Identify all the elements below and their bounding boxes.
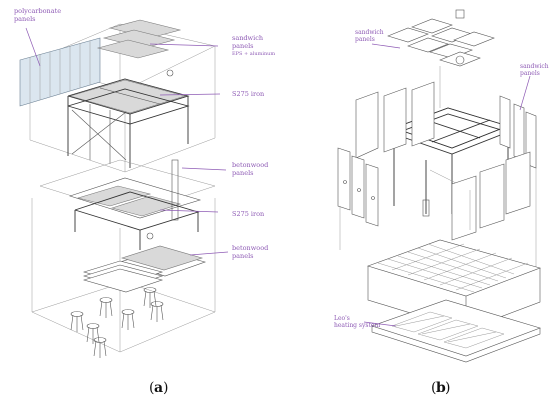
caption-b-letter: b <box>436 380 446 396</box>
label-sandwich-right-1: sandwich <box>520 63 549 70</box>
caption-a: ( a ) <box>149 380 168 396</box>
caption-b: ( b ) <box>431 380 450 396</box>
diagram-b: sandwich panels sandwich panels Leo's he… <box>334 9 549 363</box>
label-sandwich-2: panels <box>232 42 253 50</box>
caption-b-open: ( <box>431 380 436 396</box>
stool <box>150 301 164 322</box>
stools <box>70 287 164 358</box>
label-sandwich-1: sandwich <box>232 34 263 42</box>
caption-a-close: ) <box>163 380 168 396</box>
label-betonwood-1b: panels <box>232 169 253 177</box>
wall-panels-lower-left <box>337 147 379 227</box>
stool <box>121 309 135 330</box>
wall-panels-upper-left <box>355 81 435 159</box>
sandwich-roof-panels <box>96 19 182 59</box>
heating-floor <box>367 239 541 363</box>
label-s275-top: S275 iron <box>232 90 264 98</box>
floor-structure <box>69 159 202 250</box>
label-betonwood-2a: betonwood <box>232 244 268 252</box>
stool <box>70 311 84 332</box>
wall-panels-lower-right <box>451 151 531 241</box>
label-sandwich-top-2: panels <box>355 36 375 43</box>
label-sandwich-sub: EPS + aluminum <box>232 51 275 57</box>
wall-panels-upper-right <box>499 95 537 169</box>
diagram-a: polycarbonate panels sandwich panels EPS… <box>14 7 275 358</box>
caption-a-open: ( <box>149 380 154 396</box>
leader-lines-b <box>363 43 531 327</box>
stool <box>86 323 100 344</box>
caption-b-close: ) <box>445 380 450 396</box>
betonwood-stack <box>82 245 207 293</box>
stool <box>99 297 113 318</box>
frame-guides <box>339 66 537 268</box>
iron-frame-top <box>67 69 190 168</box>
label-s275-mid: S275 iron <box>232 210 264 218</box>
stool <box>143 287 157 308</box>
caption-a-letter: a <box>154 380 163 396</box>
leader-lines-a <box>25 27 229 256</box>
floor-tile-grid <box>377 243 529 293</box>
label-betonwood-1a: betonwood <box>232 161 268 169</box>
polycarbonate-panel <box>19 37 101 107</box>
label-polycarbonate-2: panels <box>14 15 35 23</box>
label-sandwich-right-2: panels <box>520 70 540 77</box>
label-betonwood-2b: panels <box>232 252 253 260</box>
label-heating-2: heating system <box>334 322 380 329</box>
stool <box>93 337 107 358</box>
heating-coils <box>391 311 505 349</box>
label-polycarbonate-1: polycarbonate <box>14 7 61 15</box>
roof-sandwich-panels <box>387 9 495 67</box>
label-heating-1: Leo's <box>334 315 350 322</box>
label-sandwich-top-1: sandwich <box>355 29 384 36</box>
